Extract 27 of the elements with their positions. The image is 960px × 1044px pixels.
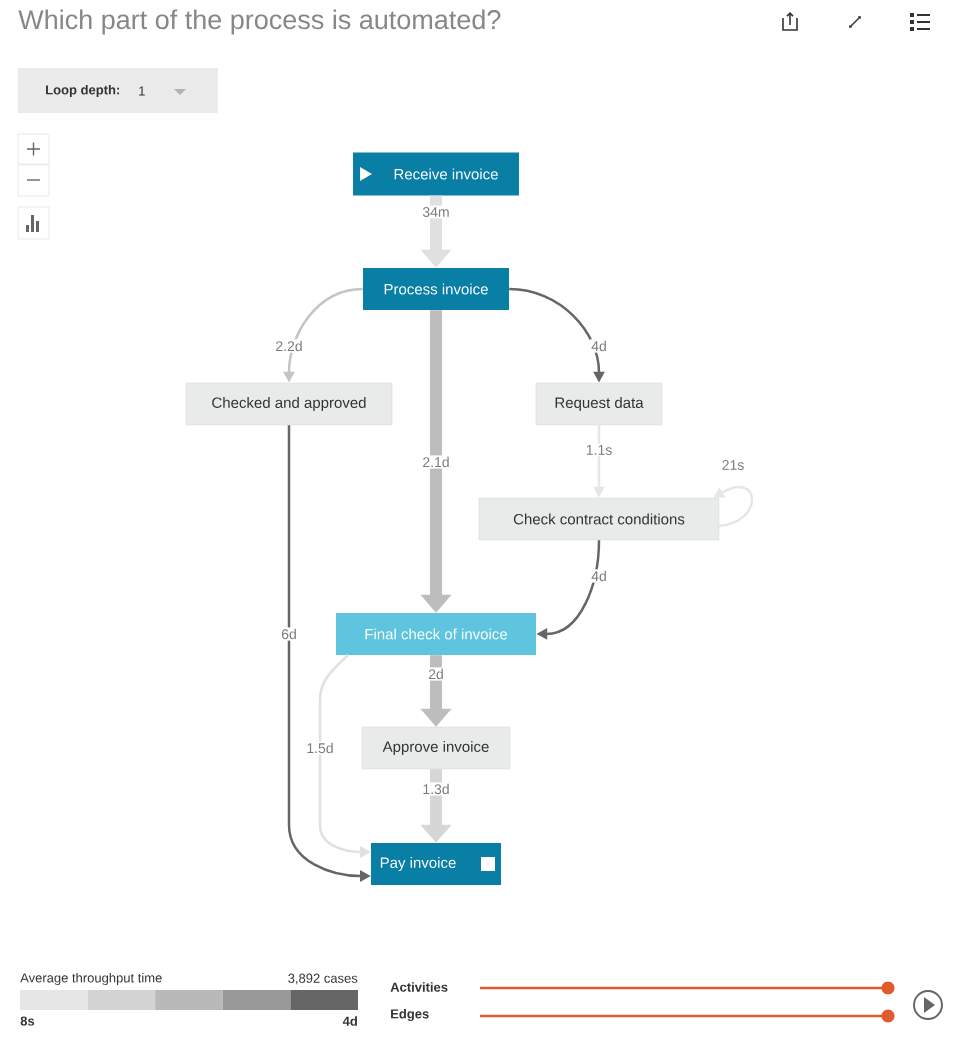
activity-box: Checked and approved xyxy=(185,382,393,426)
activity-box: Check contract conditions xyxy=(478,497,720,541)
case-count: 3,892 cases xyxy=(288,973,358,985)
activity-box: Request data xyxy=(535,382,663,426)
edge-label: 1.5d xyxy=(304,741,336,755)
edge-label: 2d xyxy=(426,667,446,681)
edge-label: 21s xyxy=(720,458,746,472)
activity-box: Final check of invoice xyxy=(336,613,536,655)
edge-label: 4d xyxy=(589,569,609,583)
edge-label: 2.1d xyxy=(420,455,452,469)
scale-label: 4d xyxy=(342,1016,357,1026)
edge-label: 1.1s xyxy=(584,443,614,457)
legend-title: Average throughput time xyxy=(20,972,162,986)
edge-label: 34m xyxy=(420,205,452,219)
slider-label: Edges xyxy=(391,1008,429,1022)
activity-box: Receive invoice xyxy=(353,152,519,196)
title: Which part of the process is automated? xyxy=(18,9,501,35)
edge-label: 1.3d xyxy=(420,782,452,796)
loop-depth-dropdown: Loop depth: 1 xyxy=(18,68,218,113)
edge-label: 2.2d xyxy=(273,339,305,353)
edge-label: 4d xyxy=(589,339,609,353)
activity-box: Process invoice xyxy=(363,268,509,310)
edge-label: 6d xyxy=(279,627,299,641)
scale-label: 8s xyxy=(20,1016,35,1026)
activity-box: Approve invoice xyxy=(361,726,511,770)
slider-label: Activities xyxy=(390,982,448,992)
activity-box: Pay invoice xyxy=(371,843,501,885)
